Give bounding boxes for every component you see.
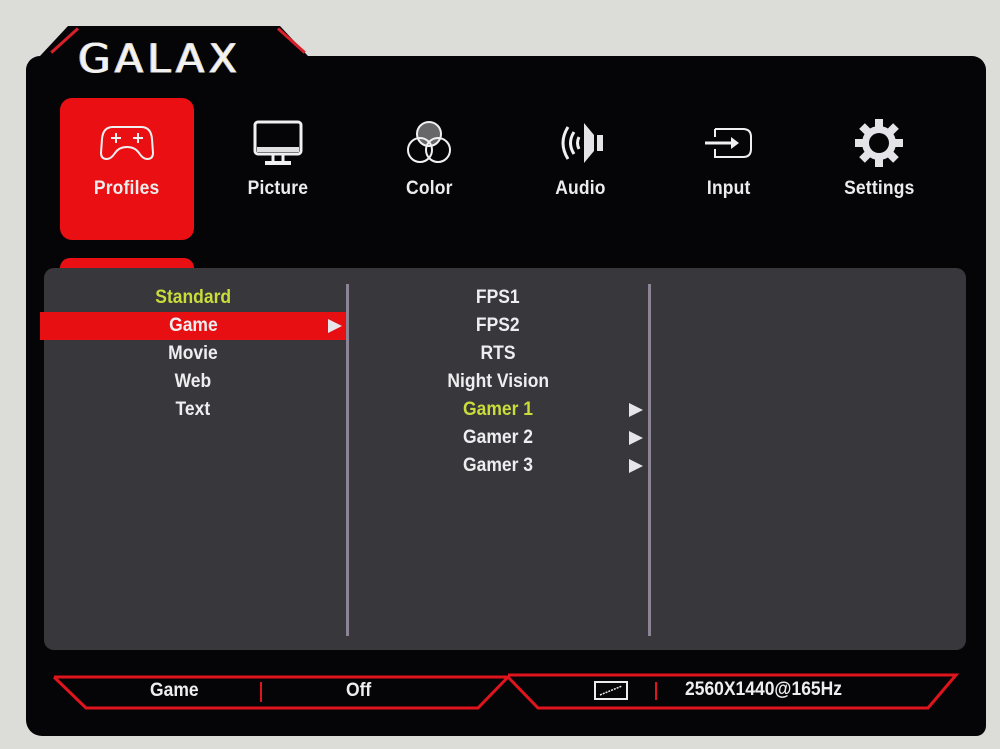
monitor-icon: [252, 118, 304, 168]
tab-settings[interactable]: Settings: [812, 98, 946, 240]
aspect-ratio-icon: [594, 681, 628, 700]
tab-picture-label: Picture: [247, 178, 309, 199]
tab-profiles[interactable]: Profiles: [60, 98, 194, 240]
list-item-web[interactable]: Web: [174, 371, 212, 392]
main-menu-tabs: Profiles Picture Color: [0, 0, 1000, 260]
tab-color-label: Color: [405, 178, 453, 199]
tab-profiles-label: Profiles: [94, 178, 160, 199]
brand-logo: GALAX: [78, 35, 242, 82]
submenu-arrow-icon: [629, 459, 643, 473]
column-divider-2: [648, 284, 651, 636]
list-item-fps1[interactable]: FPS1: [476, 287, 520, 308]
list-item-text[interactable]: Text: [175, 399, 211, 420]
tab-input[interactable]: Input: [662, 98, 796, 240]
tab-audio-label: Audio: [554, 178, 606, 199]
tab-input-label: Input: [707, 178, 751, 199]
submenu-arrow-icon: [629, 431, 643, 445]
logo-tab: [40, 26, 308, 86]
gear-icon: [853, 118, 905, 168]
list-item-gamer-2[interactable]: Gamer 2: [349, 424, 647, 452]
list-item-fps2[interactable]: FPS2: [476, 315, 520, 336]
list-item-standard[interactable]: Standard: [155, 287, 231, 308]
list-item-gamer-1[interactable]: Gamer 1: [349, 396, 647, 424]
status-profile: Game: [150, 680, 199, 701]
tab-color[interactable]: Color: [362, 98, 496, 240]
tab-audio[interactable]: Audio: [513, 98, 647, 240]
status-feature-state: Off: [346, 680, 372, 701]
tab-picture[interactable]: Picture: [211, 98, 345, 240]
gamepad-icon: [99, 118, 155, 168]
input-arrow-icon: [703, 118, 755, 168]
list-item-night-vision[interactable]: Night Vision: [447, 371, 549, 392]
color-circles-icon: [404, 118, 454, 168]
list-item-game[interactable]: Game: [40, 312, 346, 340]
submenu-arrow-icon: [629, 403, 643, 417]
status-bar: [0, 660, 1000, 720]
status-bar-frame: [52, 673, 960, 710]
list-item-gamer-3[interactable]: Gamer 3: [349, 452, 647, 480]
status-resolution: 2560X1440@165Hz: [685, 679, 843, 700]
speaker-icon: [554, 118, 606, 168]
column-divider-1: [346, 284, 349, 636]
tab-settings-label: Settings: [843, 178, 915, 199]
game-submode-list: FPS1 FPS2 RTS Night Vision Gamer 1 Gamer…: [349, 284, 647, 480]
list-item-rts[interactable]: RTS: [480, 343, 516, 364]
list-item-movie[interactable]: Movie: [168, 343, 218, 364]
profile-mode-list: Standard Game Movie Web Text: [40, 284, 346, 424]
submenu-arrow-icon: [328, 319, 342, 333]
